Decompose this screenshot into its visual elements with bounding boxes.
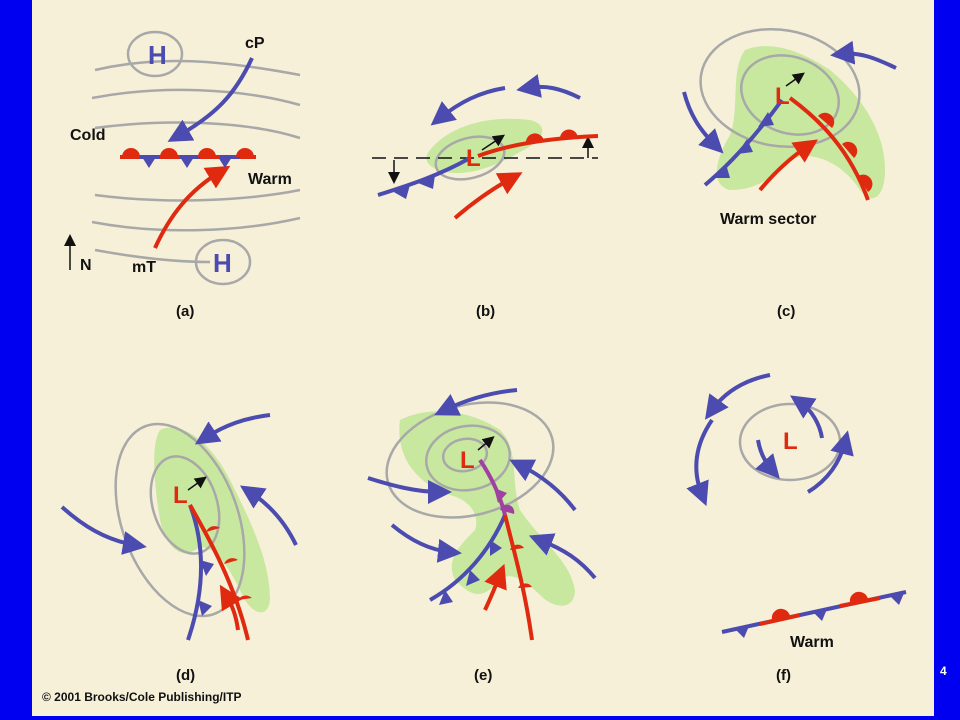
panel-e: L (e) <box>367 388 597 684</box>
panel-label-e: (e) <box>474 667 492 684</box>
precip-area-e <box>399 411 575 606</box>
stationary-front-a <box>120 148 256 168</box>
precip-area-d <box>154 427 270 613</box>
cold-front-c <box>703 98 784 187</box>
copyright-notice: © 2001 Brooks/Cole Publishing/ITP <box>42 690 242 704</box>
warm-sector-label: Warm sector <box>720 211 816 228</box>
isobars-a <box>91 30 301 286</box>
low-pressure-label: L <box>173 482 188 509</box>
warm-label: Warm <box>248 171 292 188</box>
cp-label: cP <box>245 35 265 52</box>
cold-label: Cold <box>70 127 106 144</box>
stationary-front-f <box>721 590 907 638</box>
low-pressure-label: L <box>775 83 790 110</box>
low-pressure-label: L <box>466 145 481 172</box>
low-pressure-label: L <box>783 428 798 455</box>
panel-f: L Warm (f) <box>686 373 907 684</box>
panel-label-a: (a) <box>176 303 194 320</box>
north-label: N <box>80 257 92 274</box>
panel-a: H H cP Cold Warm mT N (a) <box>64 30 301 320</box>
cold-front-b <box>377 156 471 199</box>
warm-front-c <box>788 96 873 201</box>
panel-label-f: (f) <box>776 667 791 684</box>
high-pressure-label: H <box>213 248 232 278</box>
low-pressure-label: L <box>460 447 475 474</box>
occluded-front-e <box>478 458 515 516</box>
mt-label: mT <box>132 259 156 276</box>
cold-front-e <box>429 514 507 605</box>
panel-label-c: (c) <box>777 303 795 320</box>
slide: H H cP Cold Warm mT N (a) <box>32 0 934 716</box>
precip-area-b <box>426 118 543 174</box>
panel-c: L Warm sector (c) <box>682 27 897 320</box>
warm-label: Warm <box>790 634 834 651</box>
page-number: 4 <box>940 664 947 678</box>
warm-front-d <box>188 504 252 641</box>
high-pressure-label: H <box>148 40 167 70</box>
precip-area-c <box>716 46 885 199</box>
air-mass-arrows-a <box>153 57 254 249</box>
cyclone-lifecycle-diagram: H H cP Cold Warm mT N (a) <box>60 27 907 684</box>
panel-d: L (d) <box>60 413 298 684</box>
panel-label-d: (d) <box>176 667 195 684</box>
panel-b: L (b) <box>372 74 599 320</box>
panel-label-b: (b) <box>476 303 495 320</box>
warm-front-e <box>503 514 534 641</box>
cold-front-d <box>186 504 214 641</box>
warm-front-b <box>477 129 599 158</box>
